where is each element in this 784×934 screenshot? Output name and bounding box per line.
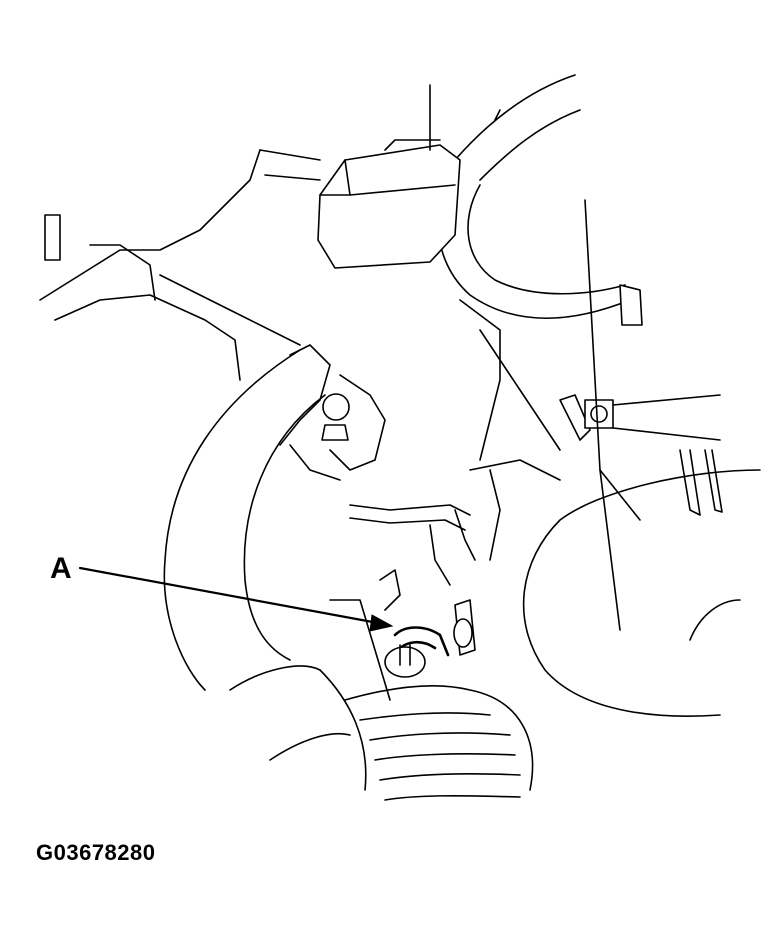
figure-id: G03678280: [36, 840, 156, 865]
air-duct: [522, 469, 761, 717]
vacuum-lines: [329, 459, 561, 701]
center-clamp: [279, 344, 386, 481]
hose-a-highlight: [384, 626, 450, 678]
upper-box-component: [317, 139, 461, 269]
leader-arrow: [78, 566, 394, 632]
callout-label-a: A: [50, 552, 72, 585]
right-bracket: [559, 394, 723, 516]
upper-right-hose: [437, 74, 643, 326]
left-bracket: [39, 149, 321, 381]
background-frame: [429, 84, 621, 631]
left-main-hose: [163, 349, 326, 691]
corrugated-boot: [229, 665, 534, 801]
